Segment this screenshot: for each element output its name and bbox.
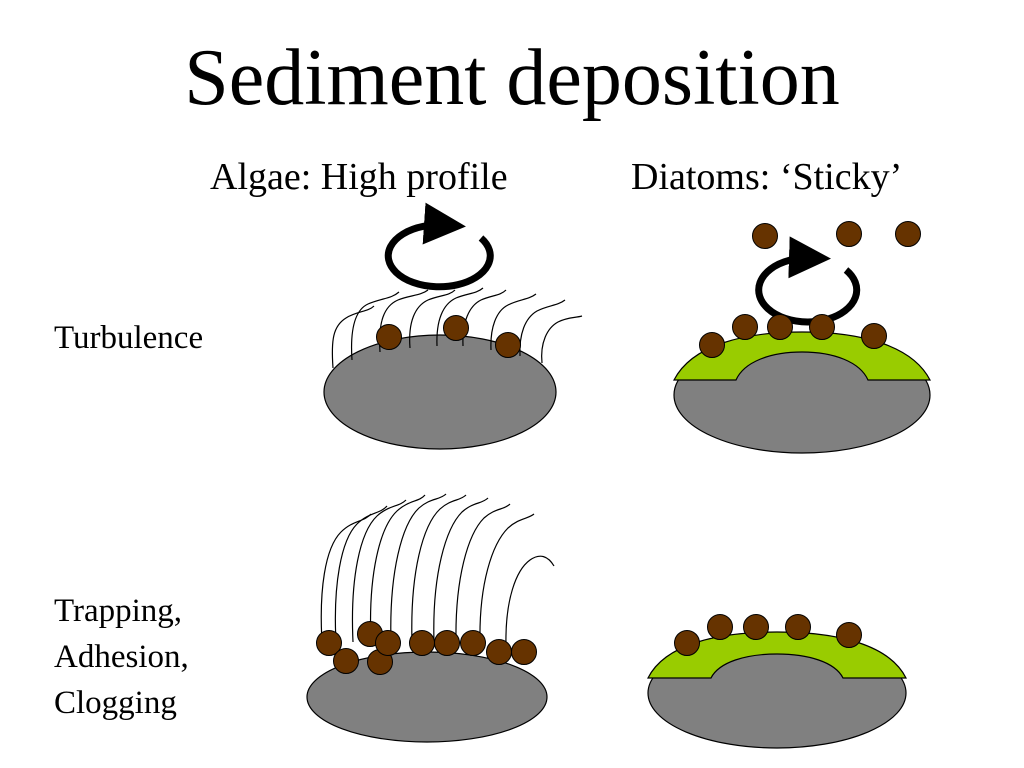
sediment-particle (409, 630, 435, 656)
sediment-particle (674, 630, 700, 656)
sediment-particle (752, 223, 778, 249)
turbulence-vortex-icon (384, 202, 494, 291)
column-header-algae: Algae: High profile (210, 156, 508, 198)
sediment-particle (375, 630, 401, 656)
sediment-particle (743, 614, 769, 640)
sediment-particle (434, 630, 460, 656)
sediment-particle (511, 639, 537, 665)
suspended-particles (752, 221, 921, 249)
sediment-particle (316, 630, 342, 656)
sediment-particle (443, 315, 469, 341)
sediment-particle (809, 314, 835, 340)
row-label-trapping: Trapping, Adhesion, Clogging (54, 588, 189, 726)
diatoms-turbulence-panel (673, 221, 931, 454)
adhered-particles (674, 614, 862, 656)
turbulence-vortex-icon (755, 236, 861, 326)
sediment-particles (376, 315, 521, 358)
sediment-particle (486, 639, 512, 665)
sediment-particle (836, 221, 862, 247)
row-label-trapping-line-3: Clogging (54, 685, 177, 721)
sediment-particle (495, 332, 521, 358)
substrate-rock (323, 334, 557, 450)
row-label-turbulence: Turbulence (54, 320, 204, 356)
diatoms-trapping-panel (647, 614, 907, 749)
sediment-particle (836, 622, 862, 648)
algae-turbulence-panel (323, 202, 583, 450)
sediment-particle (732, 314, 758, 340)
algae-trapping-panel (306, 493, 555, 743)
sediment-particle (861, 323, 887, 349)
sediment-particle (333, 648, 359, 674)
sediment-particle (376, 324, 402, 350)
row-label-trapping-line-1: Trapping, (54, 593, 183, 629)
sediment-particle (699, 332, 725, 358)
sediment-particle (460, 630, 486, 656)
row-label-trapping-line-2: Adhesion, (54, 639, 189, 675)
sediment-particle (895, 221, 921, 247)
sediment-particle (767, 314, 793, 340)
trapped-particles (316, 621, 537, 675)
sediment-particle (785, 614, 811, 640)
slide-title: Sediment deposition (184, 34, 840, 122)
adhered-particles (699, 314, 887, 358)
column-header-diatoms: Diatoms: ‘Sticky’ (631, 156, 903, 198)
algae-filaments (320, 493, 555, 647)
sediment-particle (707, 614, 733, 640)
